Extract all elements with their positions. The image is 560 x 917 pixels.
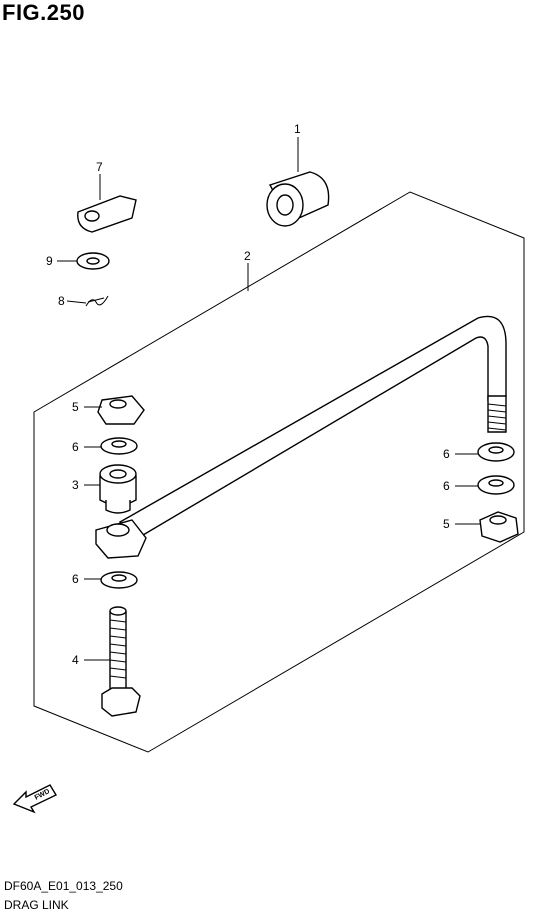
callout-5-right: 5 — [443, 517, 450, 531]
callout-7: 7 — [96, 160, 103, 174]
callout-2: 2 — [244, 249, 251, 263]
callout-4: 4 — [72, 653, 79, 667]
callout-9: 9 — [46, 254, 53, 268]
callout-1: 1 — [294, 122, 301, 136]
figure-title: FIG.250 — [2, 0, 85, 25]
part-6-washer-right-upper — [477, 442, 515, 462]
part-6-washer-left-upper — [100, 437, 138, 455]
part-5-nut-right — [479, 511, 519, 543]
part-6-washer-left-lower — [100, 571, 138, 589]
callout-6-left-upper: 6 — [72, 440, 79, 454]
callout-6-right-upper: 6 — [443, 447, 450, 461]
part-3-collar — [99, 464, 137, 514]
diagram-code: DF60A_E01_013_250 — [4, 879, 123, 893]
callout-6-right-lower: 6 — [443, 479, 450, 493]
part-5-nut-left — [97, 395, 145, 425]
part-1-bushing — [266, 171, 330, 227]
part-2-drag-link-rod — [95, 315, 507, 559]
callout-8: 8 — [58, 294, 65, 308]
part-8-cotter-pin — [85, 295, 109, 307]
assembly-frame — [33, 191, 525, 753]
diagram-caption: DRAG LINK — [4, 898, 69, 912]
callout-3: 3 — [72, 478, 79, 492]
part-6-washer-right-lower — [477, 475, 515, 495]
part-9-washer — [76, 252, 110, 270]
part-4-bolt — [101, 606, 141, 717]
callout-6-left-lower: 6 — [72, 572, 79, 586]
callout-5-left: 5 — [72, 400, 79, 414]
fwd-arrow-icon: FWD — [12, 784, 57, 814]
part-7-bracket — [77, 195, 137, 233]
